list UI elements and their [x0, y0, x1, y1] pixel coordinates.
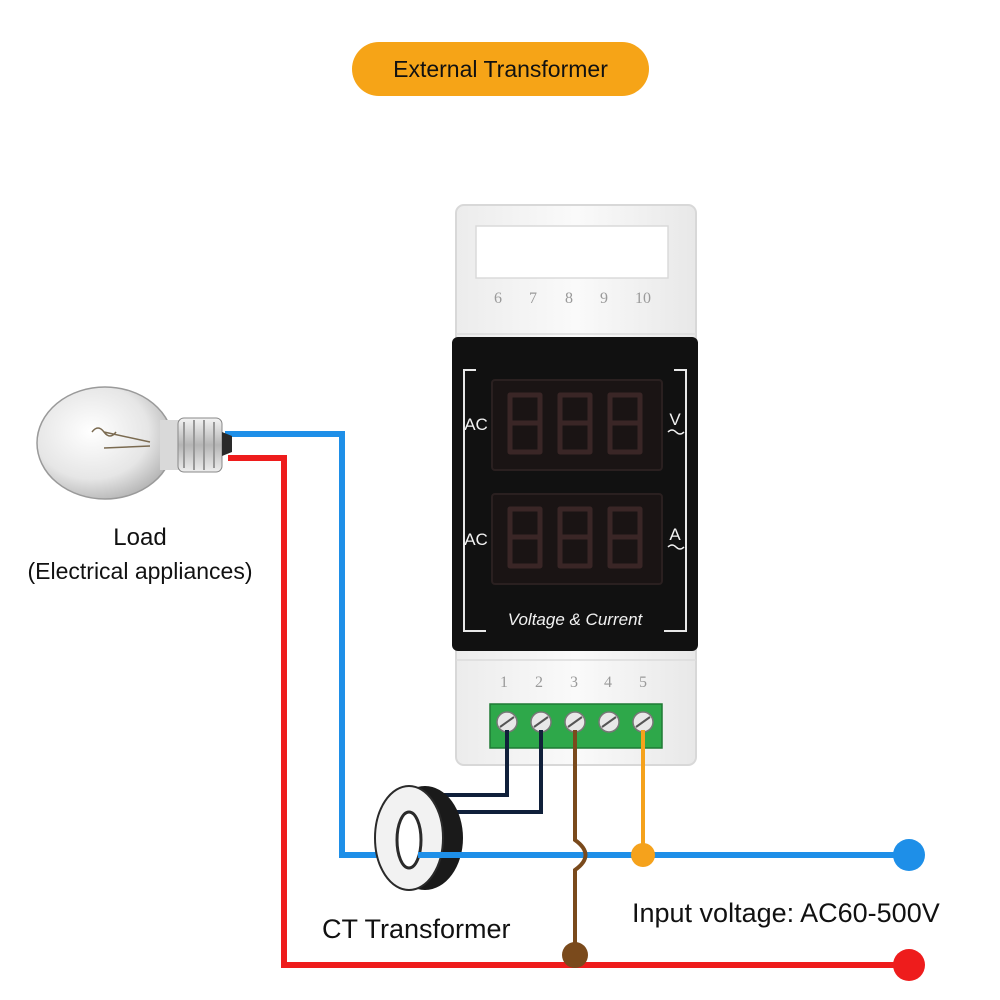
terminal-number: 1	[500, 674, 508, 691]
ac-tilde-icon	[667, 429, 685, 435]
volt-unit-label: V	[669, 410, 681, 429]
ct-transformer-ring	[374, 785, 463, 891]
ct-transformer-label: CT Transformer	[322, 914, 511, 944]
header-title: External Transformer	[393, 55, 608, 82]
voltage-ac-label: AC	[464, 415, 488, 434]
ac-tilde-icon	[667, 544, 685, 550]
live-input-terminal	[893, 949, 925, 981]
brown-wire	[573, 730, 588, 955]
top-terminal-numbers: 6 7 8 9 10	[494, 290, 651, 307]
screw-icon	[598, 711, 620, 733]
neutral-input-terminal	[893, 839, 925, 871]
live-wire	[228, 455, 910, 968]
screw-icon	[496, 711, 518, 733]
amp-unit-label: A	[669, 525, 681, 544]
bottom-terminal-numbers: 1 2 3 4 5	[500, 674, 647, 691]
current-digits	[507, 506, 643, 569]
terminal-number: 4	[604, 674, 612, 691]
screw-icon	[530, 711, 552, 733]
ct-wire	[430, 730, 509, 797]
terminal-number: 7	[529, 290, 537, 307]
terminal-number: 5	[639, 674, 647, 691]
terminal-number: 8	[565, 290, 573, 307]
terminal-number: 6	[494, 290, 502, 307]
load-subtitle: (Electrical appliances)	[27, 558, 253, 584]
terminal-number: 2	[535, 674, 543, 691]
terminal-number: 9	[600, 290, 608, 307]
voltage-digits	[507, 392, 643, 455]
input-voltage-label: Input voltage: AC60-500V	[632, 898, 940, 928]
load-title: Load	[113, 524, 167, 551]
brown-junction	[562, 942, 588, 968]
light-bulb-icon	[36, 386, 232, 500]
terminal-number: 10	[635, 290, 651, 307]
terminal-number: 3	[570, 674, 578, 691]
screw-icon	[564, 711, 586, 733]
label-slot	[475, 225, 669, 279]
neutral-wire	[225, 431, 910, 858]
meter-device: 6 7 8 9 10 AC AC V A	[452, 204, 698, 766]
current-ac-label: AC	[464, 530, 488, 549]
screw-icon	[632, 711, 654, 733]
orange-junction	[631, 843, 655, 867]
ct-wire	[430, 730, 543, 814]
header-title-pill: External Transformer	[352, 42, 649, 96]
panel-caption: Voltage & Current	[508, 610, 644, 629]
